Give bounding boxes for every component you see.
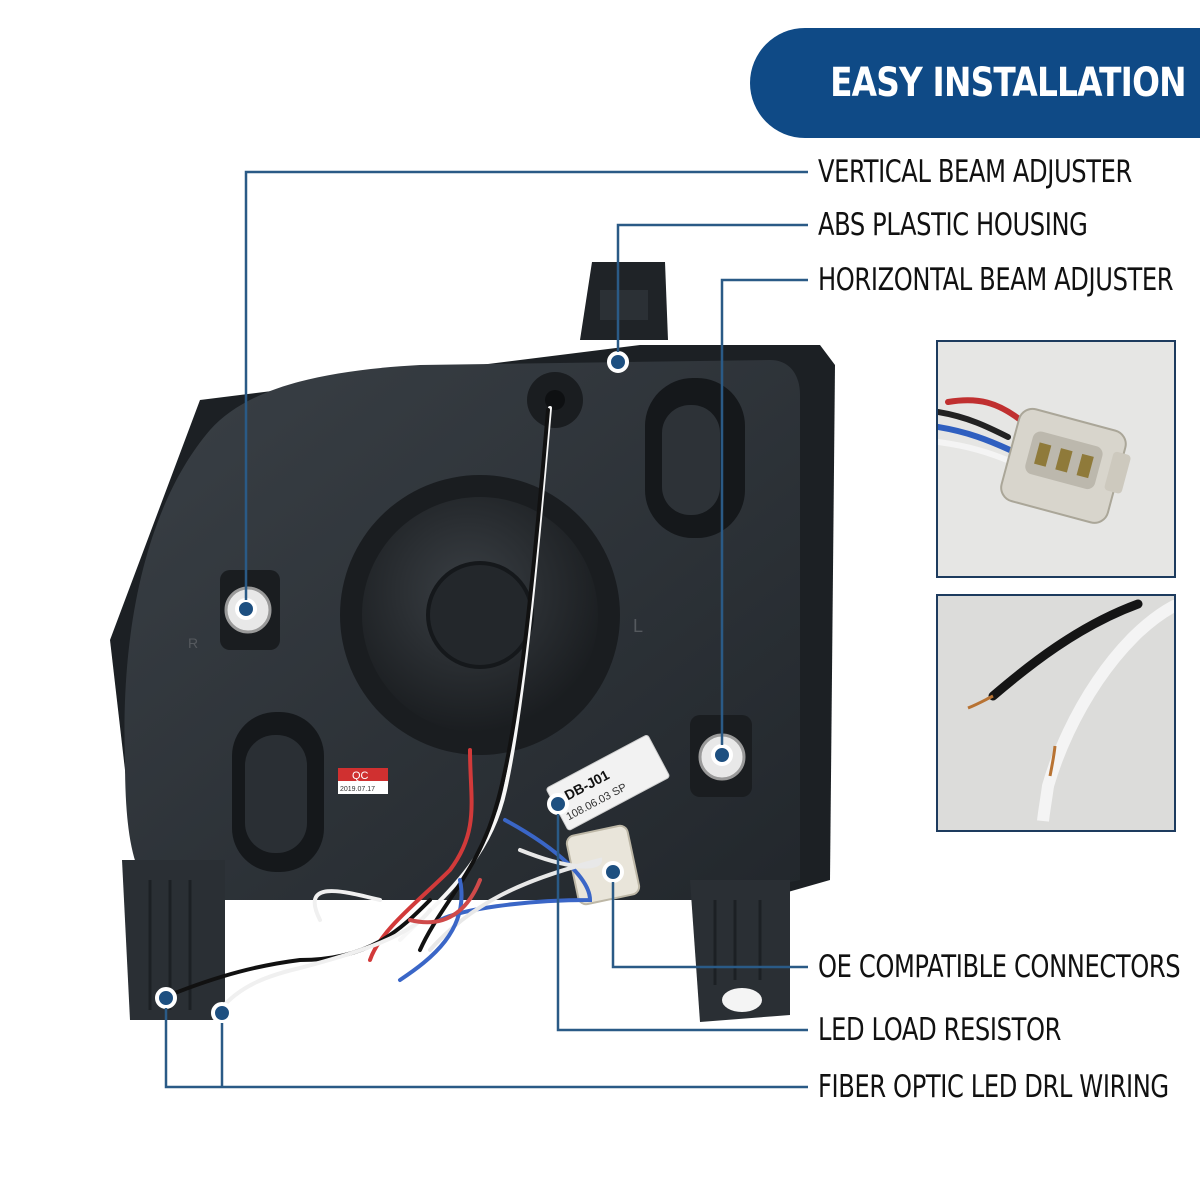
wiring-closeup-image	[938, 596, 1174, 830]
marker-dot-wiring-1	[155, 987, 177, 1009]
left-mark: L	[633, 616, 643, 636]
wiring-closeup-inset	[936, 594, 1176, 832]
right-mark: R	[188, 635, 198, 651]
marker-dot-connector	[602, 861, 624, 883]
callout-abs-plastic-housing: ABS PLASTIC HOUSING	[818, 207, 1088, 243]
svg-text:2019.07.17: 2019.07.17	[340, 786, 375, 793]
callout-oe-compatible-connectors: OE COMPATIBLE CONNECTORS	[818, 949, 1181, 985]
connector-closeup-inset	[936, 340, 1176, 578]
callout-vertical-beam-adjuster: VERTICAL BEAM ADJUSTER	[818, 154, 1132, 190]
svg-text:QC: QC	[352, 770, 369, 782]
top-mount-slot	[600, 290, 648, 320]
upper-port-plug	[662, 405, 720, 515]
marker-dot-resistor	[547, 793, 569, 815]
easy-installation-banner: EASY INSTALLATION	[750, 28, 1200, 138]
callout-fiber-optic-led-drl-wiring: FIBER OPTIC LED DRL WIRING	[818, 1069, 1169, 1105]
banner-title: EASY INSTALLATION	[830, 60, 1187, 106]
marker-dot-vertical	[235, 598, 257, 620]
marker-dot-horizontal	[711, 744, 733, 766]
mount-hole	[722, 988, 762, 1012]
left-mount-tab	[122, 860, 225, 1020]
lower-port-plug	[245, 735, 307, 853]
marker-dot-wiring-2	[211, 1002, 233, 1024]
callout-led-load-resistor: LED LOAD RESISTOR	[818, 1012, 1062, 1048]
callout-horizontal-beam-adjuster: HORIZONTAL BEAM ADJUSTER	[818, 262, 1174, 298]
connector-closeup-image	[938, 342, 1174, 576]
marker-dot-housing	[607, 351, 629, 373]
